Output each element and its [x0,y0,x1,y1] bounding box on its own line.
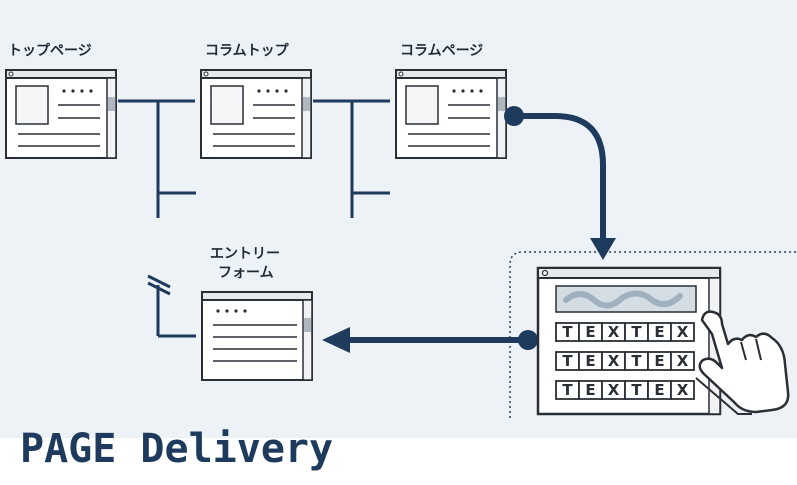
page-window-column-top [200,69,312,159]
entry-form-label-line2: フォーム [218,265,274,281]
flow-arrow-down [504,106,616,260]
window-dot-icon [203,71,209,77]
arrow-head-down-icon [590,238,616,260]
tex-cell [670,322,695,342]
tex-cell-letter: E [654,352,664,370]
tex-cell-letter: E [654,323,664,341]
image-placeholder-icon [15,85,49,125]
tree-connector-2 [313,99,390,218]
tex-cell-letter: X [608,352,620,370]
tex-cell-letter: X [608,381,620,399]
arrow-head-left-icon [322,327,350,353]
page-title: PAGE Delivery [20,426,333,472]
tex-cell-letter: E [585,323,595,341]
image-placeholder-icon [210,85,244,125]
page-label-top: トップページ [8,43,92,59]
tex-cell [670,380,695,400]
page-window-top [5,69,117,159]
tree-connector-1 [118,99,196,218]
tex-cell-letter: E [585,381,595,399]
tex-cell-letter: X [677,352,689,370]
tex-cell-letter: E [585,352,595,370]
page-label-column-page: コラムページ [400,43,483,59]
tex-cell-letter: T [562,352,573,370]
tex-cell-letter: X [677,323,689,341]
entry-form-label-line1: エントリー [210,246,280,262]
tex-cell-letter: X [608,323,620,341]
hand-pointer-icon [695,310,790,415]
image-placeholder-icon [405,85,439,125]
page-window-entry-form [201,291,313,381]
entry-bracket [147,274,196,338]
window-dot-icon [8,71,14,77]
tex-cell-letter: X [677,381,689,399]
tex-cell-letter: E [654,381,664,399]
window-dot-icon [398,71,404,77]
tex-cell-letter: T [562,381,573,399]
tex-cell [670,351,695,371]
tex-cell-letter: T [631,352,642,370]
page-label-column-top: コラムトップ [205,43,290,59]
tex-cell-letter: T [631,323,642,341]
page-window-column-page [395,69,507,159]
tex-cell-letter: T [562,323,573,341]
flow-arrow-left [322,327,538,353]
tex-cell-letter: T [631,381,642,399]
